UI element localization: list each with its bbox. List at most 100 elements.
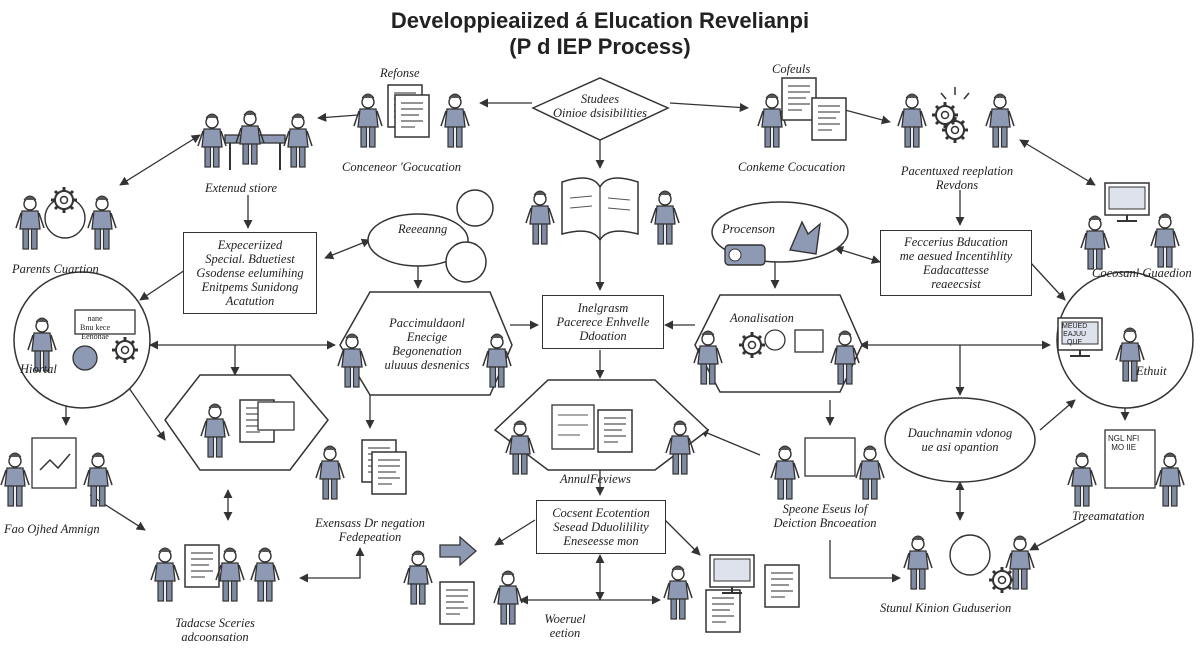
label-trevaation: Treeamatation bbox=[1072, 509, 1145, 523]
procenson-illustration bbox=[724, 220, 821, 266]
label-dauchasin: Dauchnamin vdonog ue asi opantion bbox=[895, 426, 1025, 454]
book-illustration bbox=[525, 177, 680, 245]
label-reeeanng: Reeeanng bbox=[398, 222, 448, 236]
label-farobed: Fao Ojhed Amnign bbox=[4, 522, 100, 536]
studees-diamond bbox=[531, 77, 670, 141]
fecerius-line-3: Eadacattesse bbox=[923, 263, 989, 277]
panel-text-line-1: nane bbox=[87, 314, 103, 323]
label-refonse: Refonse bbox=[380, 66, 420, 80]
pacentuxed-line-2: Revdons bbox=[935, 178, 979, 192]
label-spenne: Speone Eseus lof Deiction Bncoeation bbox=[755, 502, 895, 530]
trevaation-illustration bbox=[1067, 429, 1185, 507]
paccomu-line-4: uluuus desnenics bbox=[384, 358, 470, 372]
panel-text: nane Bnu kece Eenonae bbox=[80, 314, 110, 341]
paccomu-line-1: Paccimuldaonl bbox=[389, 316, 465, 330]
connector-arrows bbox=[61, 98, 1130, 605]
dauchasin-line-1: Dauchnamin vdonog bbox=[907, 426, 1013, 440]
label-parents: Parents Cuartion bbox=[12, 262, 99, 276]
cocsent-box: Cocsent Ecotention Sesead Dduolilility E… bbox=[536, 500, 666, 554]
fecerius-line-1: Feccerius Bducation bbox=[904, 235, 1008, 249]
panel-text-line-3: Eenonae bbox=[81, 332, 109, 341]
label-cofeuls: Cofeuls bbox=[772, 62, 811, 76]
extenne-line-1: Exensass Dr negation bbox=[315, 516, 425, 530]
speceried-line-3: Gsodense eelumihing bbox=[196, 266, 304, 280]
tadnese-illustration bbox=[150, 544, 280, 602]
screen-text-line-1: MEUED bbox=[1062, 323, 1088, 330]
extenne-illustration bbox=[315, 439, 407, 500]
woeruel-illustration bbox=[403, 535, 523, 625]
label-woeruel: Woeruel eetion bbox=[530, 612, 600, 640]
spenne-line-1: Speone Eseus lof bbox=[782, 502, 868, 516]
label-pacentuxed: Pacentuxed reeplation Revdons bbox=[882, 164, 1032, 192]
studees-line-2: Oinioe dsisibilities bbox=[552, 106, 648, 120]
hiortal-illustration bbox=[27, 309, 140, 372]
acinalisation-illustration bbox=[693, 329, 860, 385]
dauchasin-line-2: ue asi opantion bbox=[921, 440, 999, 454]
cocsent-line-2: Sesead Dduolilility bbox=[553, 520, 649, 534]
label-cocosaml: Cocosanl Guaedion bbox=[1092, 266, 1192, 280]
label-acinalisation: Aonalisation bbox=[730, 311, 794, 325]
diagram-subtitle: (P d IEP Process) bbox=[509, 34, 691, 59]
meeting-table-illustration bbox=[197, 110, 313, 170]
cocsent-line-3: Eneseesse mon bbox=[563, 534, 639, 548]
studees-line-1: Studees bbox=[580, 92, 620, 106]
panel-text-line-2: Bnu kece bbox=[80, 323, 110, 332]
illustrations bbox=[0, 77, 1185, 633]
pacentuxed-line-1: Pacentuxed reeplation bbox=[900, 164, 1014, 178]
cofeuls-illustration bbox=[757, 77, 847, 148]
label-ethua: Ethuit bbox=[1136, 364, 1167, 378]
speceried-line-2: Special. Bduetiest bbox=[205, 252, 295, 266]
label-procenson: Procenson bbox=[722, 222, 775, 236]
pacentuxed-illustration bbox=[897, 87, 1015, 148]
label-studees: Studees Oinioe dsisibilities bbox=[548, 92, 652, 120]
label-tadnese: Tadacse Sceries adcoonsation bbox=[150, 616, 280, 644]
label-annual: AnnulFeviews bbox=[560, 472, 631, 486]
intregrasm-line-3: Ddoation bbox=[579, 329, 627, 343]
fecerius-line-2: me aesued Incentihlity bbox=[899, 249, 1013, 263]
hiortal-circle bbox=[13, 271, 151, 409]
tadnese-line-1: Tadacse Sceries bbox=[175, 616, 255, 630]
spenne-line-2: Deiction Bncoeation bbox=[773, 516, 877, 530]
sign-text-line-1: NGL NFI bbox=[1108, 434, 1140, 443]
intregrasm-box: Inelgrasm Pacerece Enhvelle Ddoation bbox=[542, 295, 664, 349]
intregrasm-line-2: Pacerece Enhvelle bbox=[556, 315, 650, 329]
speceried-line-5: Acatution bbox=[225, 294, 275, 308]
label-extenne: Exensass Dr negation Fedepeation bbox=[300, 516, 440, 544]
refonse-illustration bbox=[353, 84, 470, 148]
label-paccomu: Paccimuldaonl Enecige Begonenation uluuu… bbox=[372, 316, 482, 372]
paccomu-line-2: Enecige bbox=[406, 330, 448, 344]
intregrasm-line-1: Inelgrasm bbox=[577, 301, 629, 315]
label-conkeme: Conkeme Cocucation bbox=[738, 160, 846, 174]
sign-text: NGL NFI MO IIE bbox=[1108, 434, 1139, 452]
label-extenud: Extenud stiore bbox=[205, 181, 278, 195]
screen-text-line-2: EAJUU bbox=[1063, 331, 1087, 338]
woeruel-line-2: eetion bbox=[549, 626, 581, 640]
reeeanng-ellipse bbox=[367, 213, 469, 267]
label-hiortal: Hiortal bbox=[20, 362, 57, 376]
fecerius-box: Feccerius Bducation me aesued Incentihli… bbox=[880, 230, 1032, 296]
dauchasin-ellipse bbox=[884, 397, 1036, 483]
annual-illustration bbox=[505, 404, 695, 475]
sign-text-line-2: MO IIE bbox=[1111, 443, 1137, 452]
spenne-illustration bbox=[770, 437, 885, 500]
label-conceneor: Conceneor 'Gocucation bbox=[342, 160, 461, 174]
tadnese-line-2: adcoonsation bbox=[181, 630, 249, 644]
paccomu-line-3: Begonenation bbox=[392, 344, 462, 358]
farobed-illustration bbox=[0, 437, 113, 507]
stunul-illustration bbox=[903, 534, 1035, 595]
cocosaml-illustration bbox=[1080, 182, 1180, 270]
screen-text: MEUED EAJUU QUE bbox=[1062, 323, 1087, 347]
extenne-line-2: Fedepeation bbox=[338, 530, 402, 544]
woeruel-line-1: Woeruel bbox=[544, 612, 586, 626]
speceried-line-4: Enitpems Sunidong bbox=[201, 280, 299, 294]
label-stunul: Stunul Kinion Guduserion bbox=[880, 601, 1012, 615]
diagram-title: Developpieaiized á Elucation Revelianpi bbox=[390, 8, 810, 33]
screen-text-line-3: QUE bbox=[1067, 339, 1083, 346]
speceried-box: Expeceriized Special. Bduetiest Gsodense… bbox=[183, 232, 317, 314]
cocsent-line-1: Cocsent Ecotention bbox=[552, 506, 650, 520]
fecerius-line-4: reaeecsist bbox=[931, 277, 981, 291]
speceried-line-1: Expeceriized bbox=[217, 238, 283, 252]
bottom-docs-illustration bbox=[663, 554, 800, 633]
parents-illustration bbox=[15, 185, 117, 250]
